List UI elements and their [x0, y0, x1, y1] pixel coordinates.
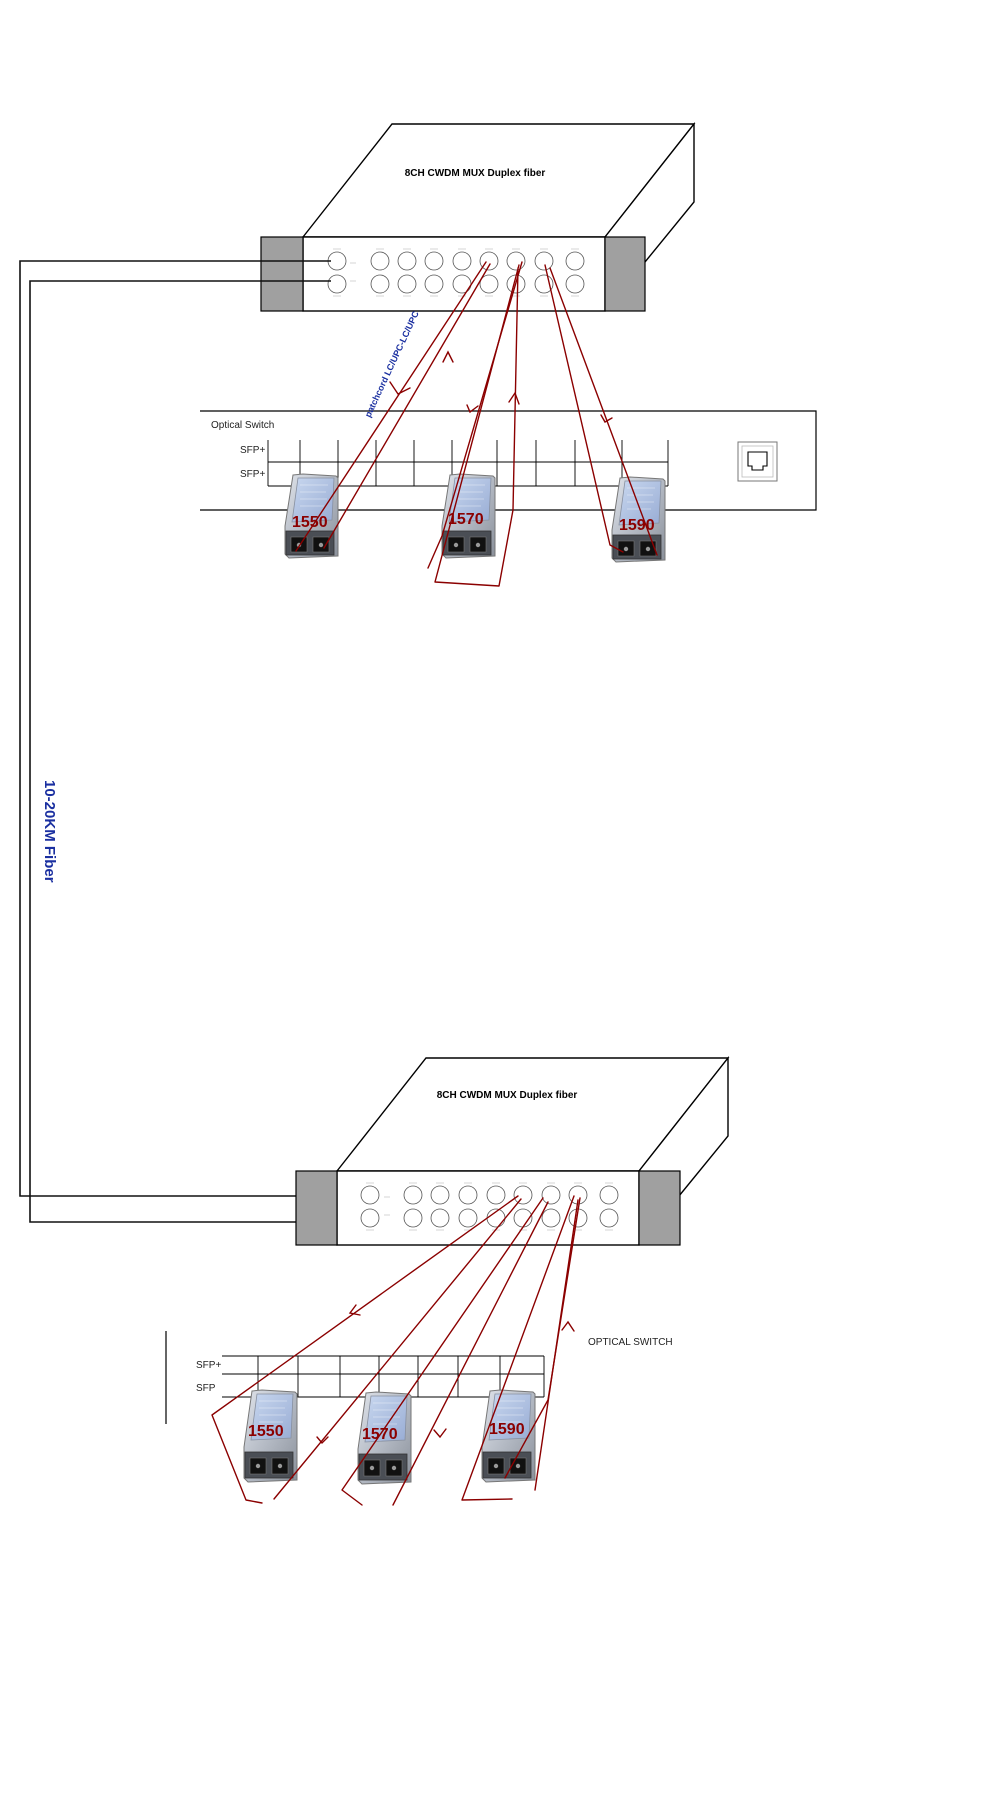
top-mux-left-panel	[260, 236, 304, 312]
bottom-switch-label: OPTICAL SWITCH	[588, 1337, 673, 1348]
bottom-sfp-module-1590: 1590	[481, 1389, 536, 1483]
bottom-mux-left-panel	[295, 1170, 338, 1246]
rj45-port-icon	[737, 441, 778, 482]
bottom-mux-ports	[360, 1182, 619, 1231]
bottom-mux-title: 8CH CWDM MUX Duplex fiber	[437, 1090, 578, 1101]
bottom-sfp-module-1550: 1550	[243, 1389, 298, 1483]
long-haul-fiber	[19, 260, 331, 1223]
bottom-module-1550-label: 1550	[248, 1423, 284, 1440]
top-module-1590-label: 1590	[619, 517, 655, 534]
top-mux-right-panel	[604, 236, 646, 312]
bottom-mux: 8CH CWDM MUX Duplex fiber	[295, 1055, 730, 1246]
bottom-switch-row1-label: SFP+	[196, 1360, 221, 1371]
top-mux-title: 8CH CWDM MUX Duplex fiber	[405, 168, 546, 179]
bottom-module-1590-label: 1590	[489, 1421, 525, 1438]
top-patch-cords	[295, 261, 658, 587]
top-switch-row1-label: SFP+	[240, 445, 265, 456]
top-mux: 8CH CWDM MUX Duplex fiber	[260, 121, 696, 312]
fiber-length-label: 10-20KM Fiber	[41, 780, 58, 883]
top-module-1570-label: 1570	[448, 511, 484, 528]
patchcord-label: patchcord LC/UPC-LC/UPC	[363, 309, 421, 419]
top-sfp-module-1570: 1570	[441, 473, 496, 559]
bottom-sfp-module-1570: 1570	[357, 1391, 412, 1485]
top-module-1550-label: 1550	[292, 514, 328, 531]
bottom-patch-cords	[211, 1195, 581, 1506]
bottom-optical-switch: OPTICAL SWITCH SFP+ SFP	[165, 1331, 673, 1424]
top-sfp-module-1590: 1590	[611, 476, 666, 563]
bottom-mux-right-panel	[638, 1170, 681, 1246]
bottom-switch-row2-label: SFP	[196, 1383, 216, 1394]
top-switch-row2-label: SFP+	[240, 469, 265, 480]
bottom-switch-port-grid	[222, 1355, 545, 1398]
top-sfp-module-1550: 1550	[284, 473, 339, 559]
top-switch-label: Optical Switch	[211, 420, 274, 431]
